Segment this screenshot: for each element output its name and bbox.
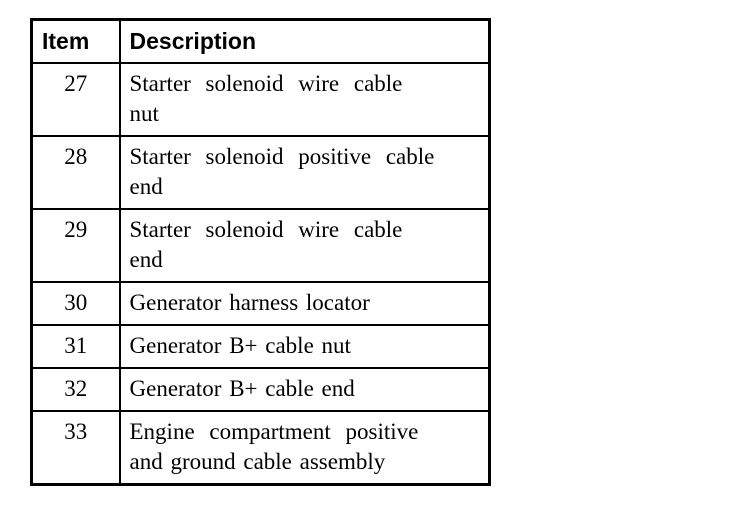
item-column-header: Item bbox=[30, 18, 121, 64]
description-cell: Engine compartment positive and ground ca… bbox=[118, 410, 491, 486]
description-cell: Starter solenoid wire cable end bbox=[118, 208, 491, 283]
table-row: 30 Generator harness locator bbox=[30, 281, 491, 326]
table-row: 31 Generator B+ cable nut bbox=[30, 324, 491, 369]
item-number-cell: 30 bbox=[30, 281, 121, 326]
table-header-row: Item Description bbox=[30, 18, 491, 64]
table-row: 32 Generator B+ cable end bbox=[30, 367, 491, 412]
description-line: end bbox=[129, 247, 163, 272]
item-number-cell: 31 bbox=[30, 324, 121, 369]
description-line: Generator harness locator bbox=[129, 290, 370, 315]
table-row: 33 Engine compartment positive and ground … bbox=[30, 410, 491, 486]
description-cell: Generator B+ cable nut bbox=[118, 324, 491, 369]
table-row: 27 Starter solenoid wire cable nut bbox=[30, 62, 491, 137]
item-number-cell: 27 bbox=[30, 62, 121, 137]
description-line: nut bbox=[129, 101, 159, 126]
item-number-cell: 32 bbox=[30, 367, 121, 412]
description-line: Starter solenoid positive cable bbox=[129, 144, 435, 169]
description-line: end bbox=[129, 174, 163, 199]
description-line: Generator B+ cable end bbox=[129, 376, 355, 401]
description-line: Generator B+ cable nut bbox=[129, 333, 351, 358]
description-column-header: Description bbox=[118, 18, 491, 64]
item-number-cell: 28 bbox=[30, 135, 121, 210]
description-line: Engine compartment positive bbox=[129, 419, 419, 444]
description-cell: Generator harness locator bbox=[118, 281, 491, 326]
description-cell: Generator B+ cable end bbox=[118, 367, 491, 412]
table-row: 28 Starter solenoid positive cable end bbox=[30, 135, 491, 210]
item-number-cell: 29 bbox=[30, 208, 121, 283]
description-cell: Starter solenoid wire cable nut bbox=[118, 62, 491, 137]
table-row: 29 Starter solenoid wire cable end bbox=[30, 208, 491, 283]
description-line: Starter solenoid wire cable bbox=[129, 71, 403, 96]
description-line: Starter solenoid wire cable bbox=[129, 217, 403, 242]
item-number-cell: 33 bbox=[30, 410, 121, 486]
description-cell: Starter solenoid positive cable end bbox=[118, 135, 491, 210]
description-line: and ground cable assembly bbox=[129, 449, 386, 474]
